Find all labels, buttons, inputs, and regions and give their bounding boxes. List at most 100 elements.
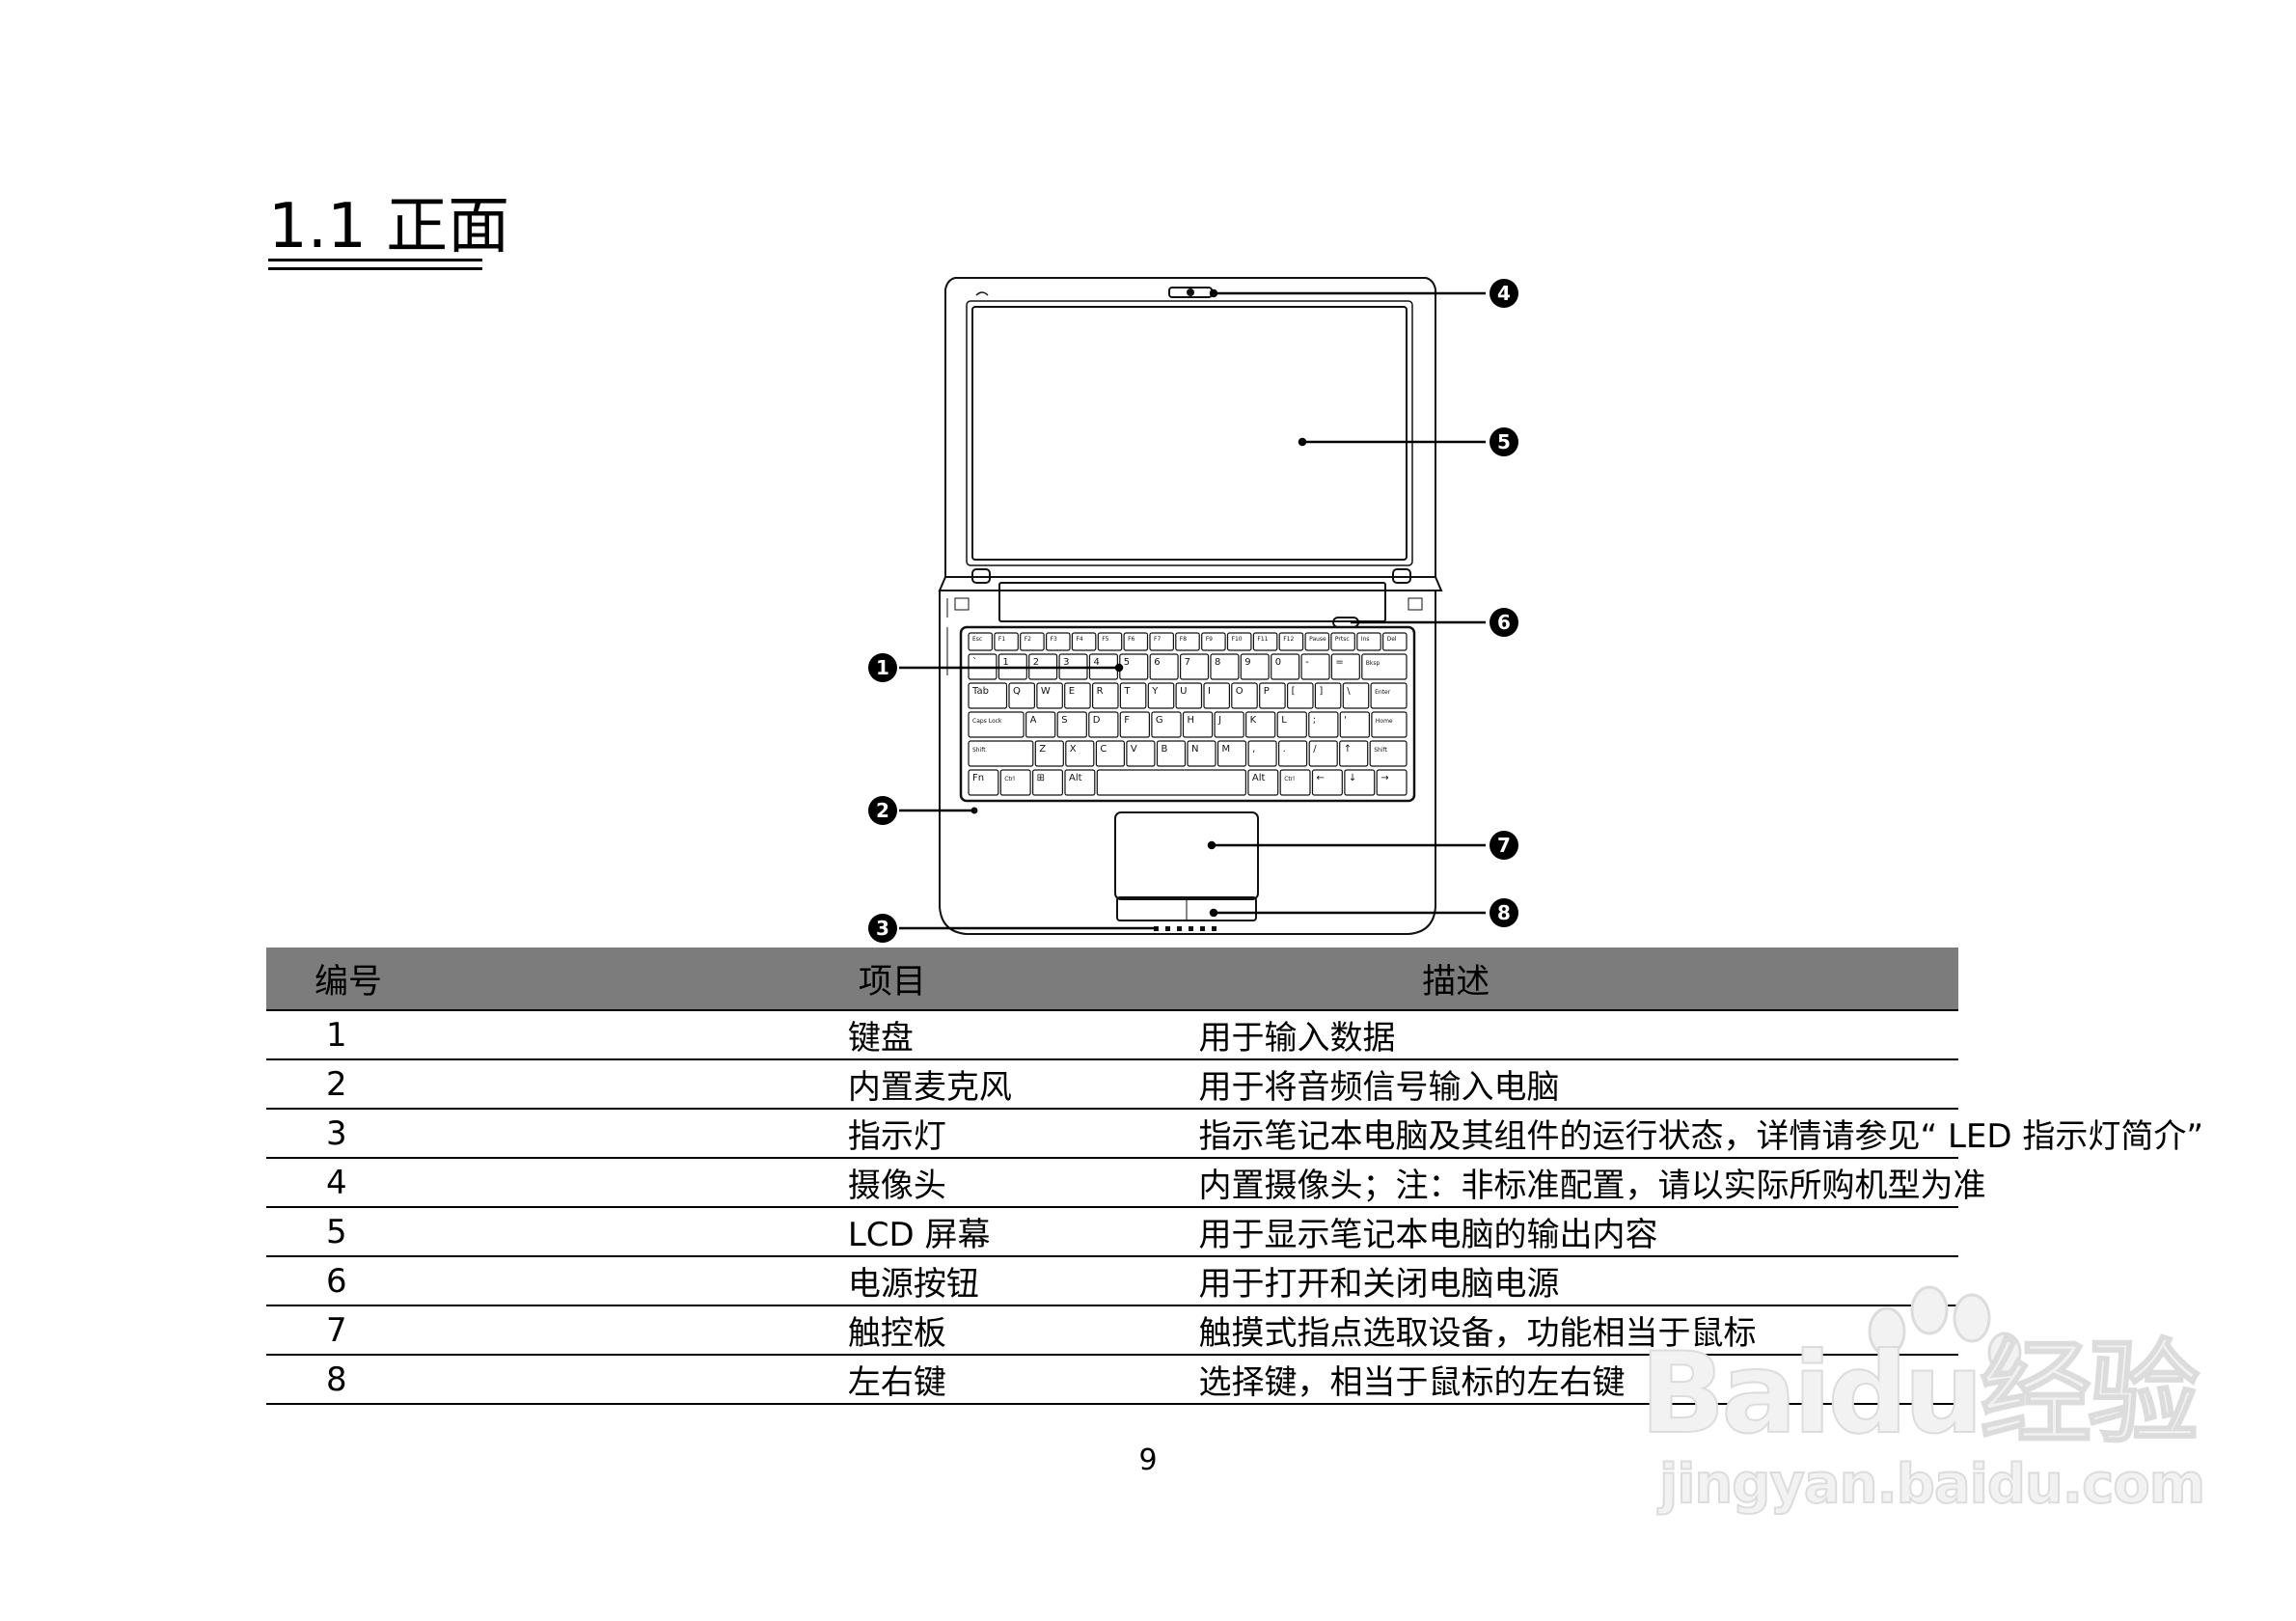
keyboard-key-label: 7 [1185,657,1190,668]
keyboard-key [1095,740,1126,767]
row-desc: 选择键，相当于鼠标的左右键 [1198,1363,1626,1402]
keyboard-key-label: . [1283,744,1286,755]
keyboard-key [1147,682,1175,709]
keyboard-key [1179,653,1210,680]
row-num: 6 [326,1261,347,1301]
keyboard-key-label: Alt [1069,773,1082,783]
keyboard-key [1381,632,1408,651]
keyboard-key [1314,682,1342,709]
keyboard-key [1226,632,1252,651]
row-num: 4 [326,1163,347,1202]
power-button [1332,617,1359,628]
touchpad [1114,811,1259,900]
keyboard-key [968,740,1034,767]
keyboard-key-label: F5 [1102,636,1108,643]
keyboard-key [1008,682,1035,709]
title-underline [268,259,482,261]
row-desc: 内置摄像头；注：非标准配置，请以实际所购机型为准 [1198,1167,1986,1205]
keyboard-key-label: 2 [1033,657,1039,668]
keyboard-key-label: B [1162,744,1168,755]
keyboard-key [1286,682,1314,709]
keyboard-key [1252,632,1278,651]
callout-5: 5 [1490,427,1518,456]
keyboard-key [1149,653,1179,680]
keyboard-key [994,632,1019,651]
keyboard-key [1045,632,1071,651]
keyboard-key-label: , [1252,744,1255,755]
row-desc: 用于输入数据 [1198,1019,1396,1058]
keyboard-key-label: D [1093,715,1101,726]
keyboard-key-label: [ [1292,686,1296,697]
keyboard-key-label: Shift [1374,747,1387,754]
keyboard-key [1091,682,1119,709]
laptop-base [939,591,1436,935]
keyboard-key [1149,632,1174,651]
table-row: 6 电源按钮 用于打开和关闭电脑电源 [266,1256,1958,1306]
keyboard-key [968,632,993,651]
keyboard-key [1175,632,1200,651]
section-title: 1.1 正面 [268,191,510,262]
lcd-screen [971,306,1408,561]
row-num: 8 [326,1360,347,1399]
keyboard-key [1361,653,1408,680]
keyboard-key-label: F [1124,715,1130,726]
keyboard-key [1034,740,1064,767]
keyboard-key-label: F1 [998,636,1005,643]
keyboard-key-label: U [1180,686,1187,697]
keyboard-key [1278,632,1304,651]
keyboard-key [1214,711,1244,738]
header-desc: 描述 [953,948,1958,1011]
keyboard-key [1025,711,1056,738]
keyboard-key-label: V [1131,744,1137,755]
keyboard-key [1300,653,1330,680]
keyboard-key-label: ' [1344,715,1347,726]
keyboard-key [998,653,1027,680]
table-row: 7 触控板 触摸式指点选取设备，功能相当于鼠标 [266,1305,1958,1356]
keyboard-key [1064,682,1091,709]
keyboard-key [1119,653,1149,680]
laptop-lid [944,277,1436,578]
keyboard-key [1344,769,1376,796]
keyboard-key-label: H [1188,715,1195,726]
keyboard-key [1088,653,1118,680]
keyboard-key [1096,769,1247,796]
keyboard-key [1203,682,1230,709]
row-num: 3 [326,1113,347,1153]
keyboard-key [1247,740,1277,767]
keyboard-key-label: Prtsc [1335,636,1350,643]
keyboard-key-label: Bksp [1366,660,1380,667]
keyboard-key [1311,769,1343,796]
keyboard-key-label: R [1097,686,1104,697]
keyboard-key-label: F11 [1257,636,1268,643]
keyboard-key-label: Del [1387,636,1397,643]
keyboard-key [1356,632,1381,651]
keyboard-key-label: ; [1313,715,1316,726]
keyboard-key-label: ] [1319,686,1323,697]
keyboard-key [1119,682,1147,709]
keyboard-key [1231,682,1258,709]
keyboard-key-label: F9 [1206,636,1213,643]
row-num: 5 [326,1212,347,1251]
keyboard-key-label: \ [1347,686,1351,697]
keyboard-key-label: ` [972,656,977,668]
keyboard-key [1277,740,1308,767]
keyboard-key [1028,653,1058,680]
keyboard-key [1119,711,1151,738]
row-desc: 触摸式指点选取设备，功能相当于鼠标 [1198,1314,1757,1353]
keyboard-key-label: X [1070,744,1077,755]
page-number: 9 [1138,1443,1158,1477]
keyboard-key [1156,740,1187,767]
keyboard-key [1308,711,1339,738]
keyboard-key [1058,653,1088,680]
row-item: 指示灯 [847,1117,946,1156]
row-item: 触控板 [847,1314,946,1353]
keyboard-key-label: Esc [972,636,982,643]
keyboard-key [1259,682,1286,709]
keyboard-key [1244,711,1276,738]
keyboard-key-label: ⊞ [1037,773,1045,783]
watermark-url: jingyan.baidu.com [1658,1452,2206,1517]
callout-2: 2 [868,796,897,825]
keyboard-key-label: 6 [1154,657,1160,668]
